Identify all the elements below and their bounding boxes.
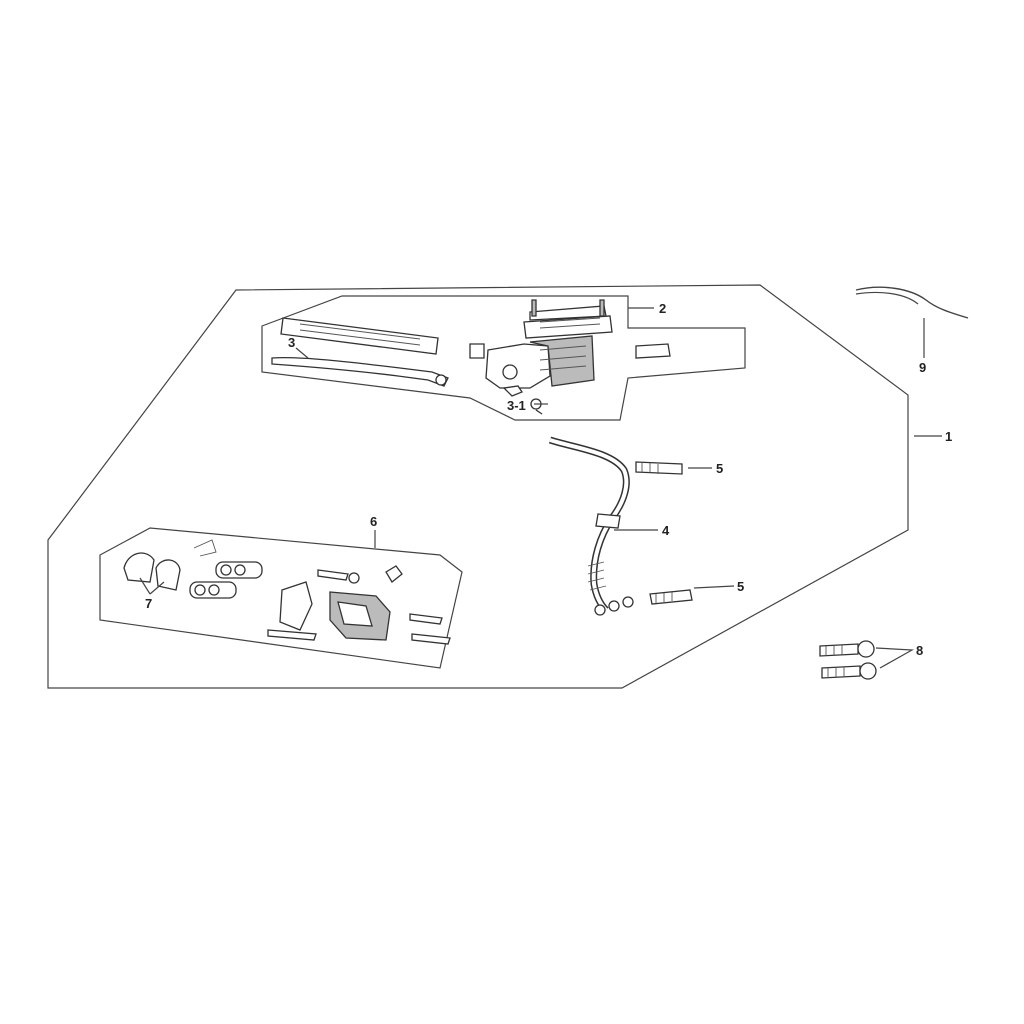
wire-clamp xyxy=(855,286,969,319)
leader-3 xyxy=(295,347,309,359)
caliper-panel xyxy=(99,527,463,669)
callout-5-lower: 5 xyxy=(737,579,744,594)
mounting-bolts xyxy=(819,640,877,680)
reservoir-screws xyxy=(531,299,605,317)
callout-7: 7 xyxy=(145,596,152,611)
callout-3: 3 xyxy=(288,335,295,350)
brake-pads xyxy=(123,552,181,591)
brake-hose xyxy=(548,436,630,613)
callout-6: 6 xyxy=(370,514,377,529)
bleeder-screw xyxy=(385,565,403,583)
pivot-bolt xyxy=(530,398,543,415)
callout-4: 4 xyxy=(662,523,670,538)
pad-pin-clip xyxy=(193,539,217,557)
callout-8: 8 xyxy=(916,643,923,658)
caliper-pins xyxy=(267,569,451,645)
leader-7 xyxy=(139,577,165,595)
callout-2: 2 xyxy=(659,301,666,316)
callout-5-upper: 5 xyxy=(716,461,723,476)
reservoir-cap xyxy=(523,305,613,339)
leader-5-lower xyxy=(693,585,735,589)
callout-1: 1 xyxy=(945,429,952,444)
master-cylinder-body xyxy=(485,335,595,397)
assembly-outline xyxy=(47,284,909,689)
banjo-bolt-lower xyxy=(649,589,693,605)
leader-8 xyxy=(875,647,915,669)
banjo-bolt-upper xyxy=(635,461,683,475)
brake-lever xyxy=(271,356,449,387)
master-cylinder-panel xyxy=(261,295,746,421)
mirror-bracket-bolt xyxy=(469,343,485,359)
switch-bolt xyxy=(635,343,671,359)
brake-lever-decal xyxy=(280,317,439,355)
callout-3-1: 3-1 xyxy=(507,398,526,413)
callout-9: 9 xyxy=(919,360,926,375)
piston-seals xyxy=(189,561,263,599)
sealing-washers xyxy=(594,596,634,616)
caliper-body xyxy=(329,591,391,641)
caliper-bracket xyxy=(279,581,313,631)
